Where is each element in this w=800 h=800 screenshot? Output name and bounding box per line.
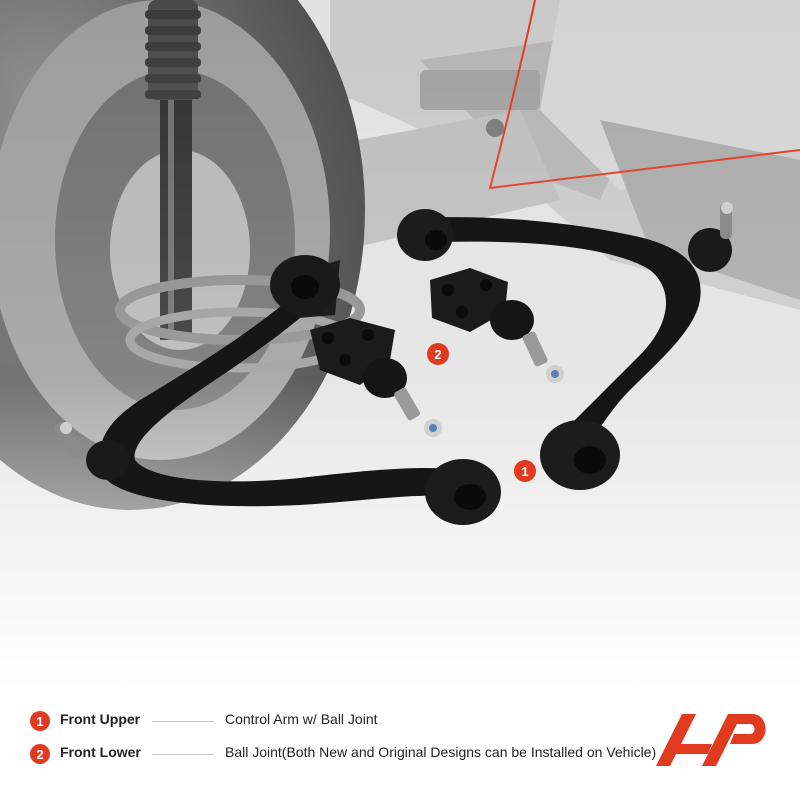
callout-1-number: 1 xyxy=(521,464,528,479)
callout-2-number: 2 xyxy=(434,347,441,362)
legend-label: Front Upper xyxy=(60,711,141,727)
legend-label: Front Lower xyxy=(60,744,141,760)
legend-number-badge: 1 xyxy=(30,711,50,731)
control-arm-right xyxy=(397,202,733,490)
legend-description: Ball Joint(Both New and Original Designs… xyxy=(225,744,657,760)
suspension-photo: 1 2 xyxy=(0,0,800,690)
legend-divider-line xyxy=(152,754,214,755)
callout-badge-2: 2 xyxy=(427,343,449,365)
legend-row-front-lower: 2 Front Lower Ball Joint(Both New and Or… xyxy=(30,743,656,765)
product-hero-image: 1 2 xyxy=(0,0,800,690)
ball-joint-left xyxy=(310,318,442,437)
legend-divider-line xyxy=(152,721,214,722)
legend-row-front-upper: 1 Front Upper Control Arm w/ Ball Joint xyxy=(30,710,378,732)
legend-description: Control Arm w/ Ball Joint xyxy=(225,711,378,727)
a-premium-logo-icon xyxy=(656,714,766,766)
ball-joint-right xyxy=(430,268,564,383)
parts-legend: 1 Front Upper Control Arm w/ Ball Joint … xyxy=(0,690,800,800)
legend-number-badge: 2 xyxy=(30,744,50,764)
callout-badge-1: 1 xyxy=(514,460,536,482)
control-arm-left xyxy=(53,255,501,525)
